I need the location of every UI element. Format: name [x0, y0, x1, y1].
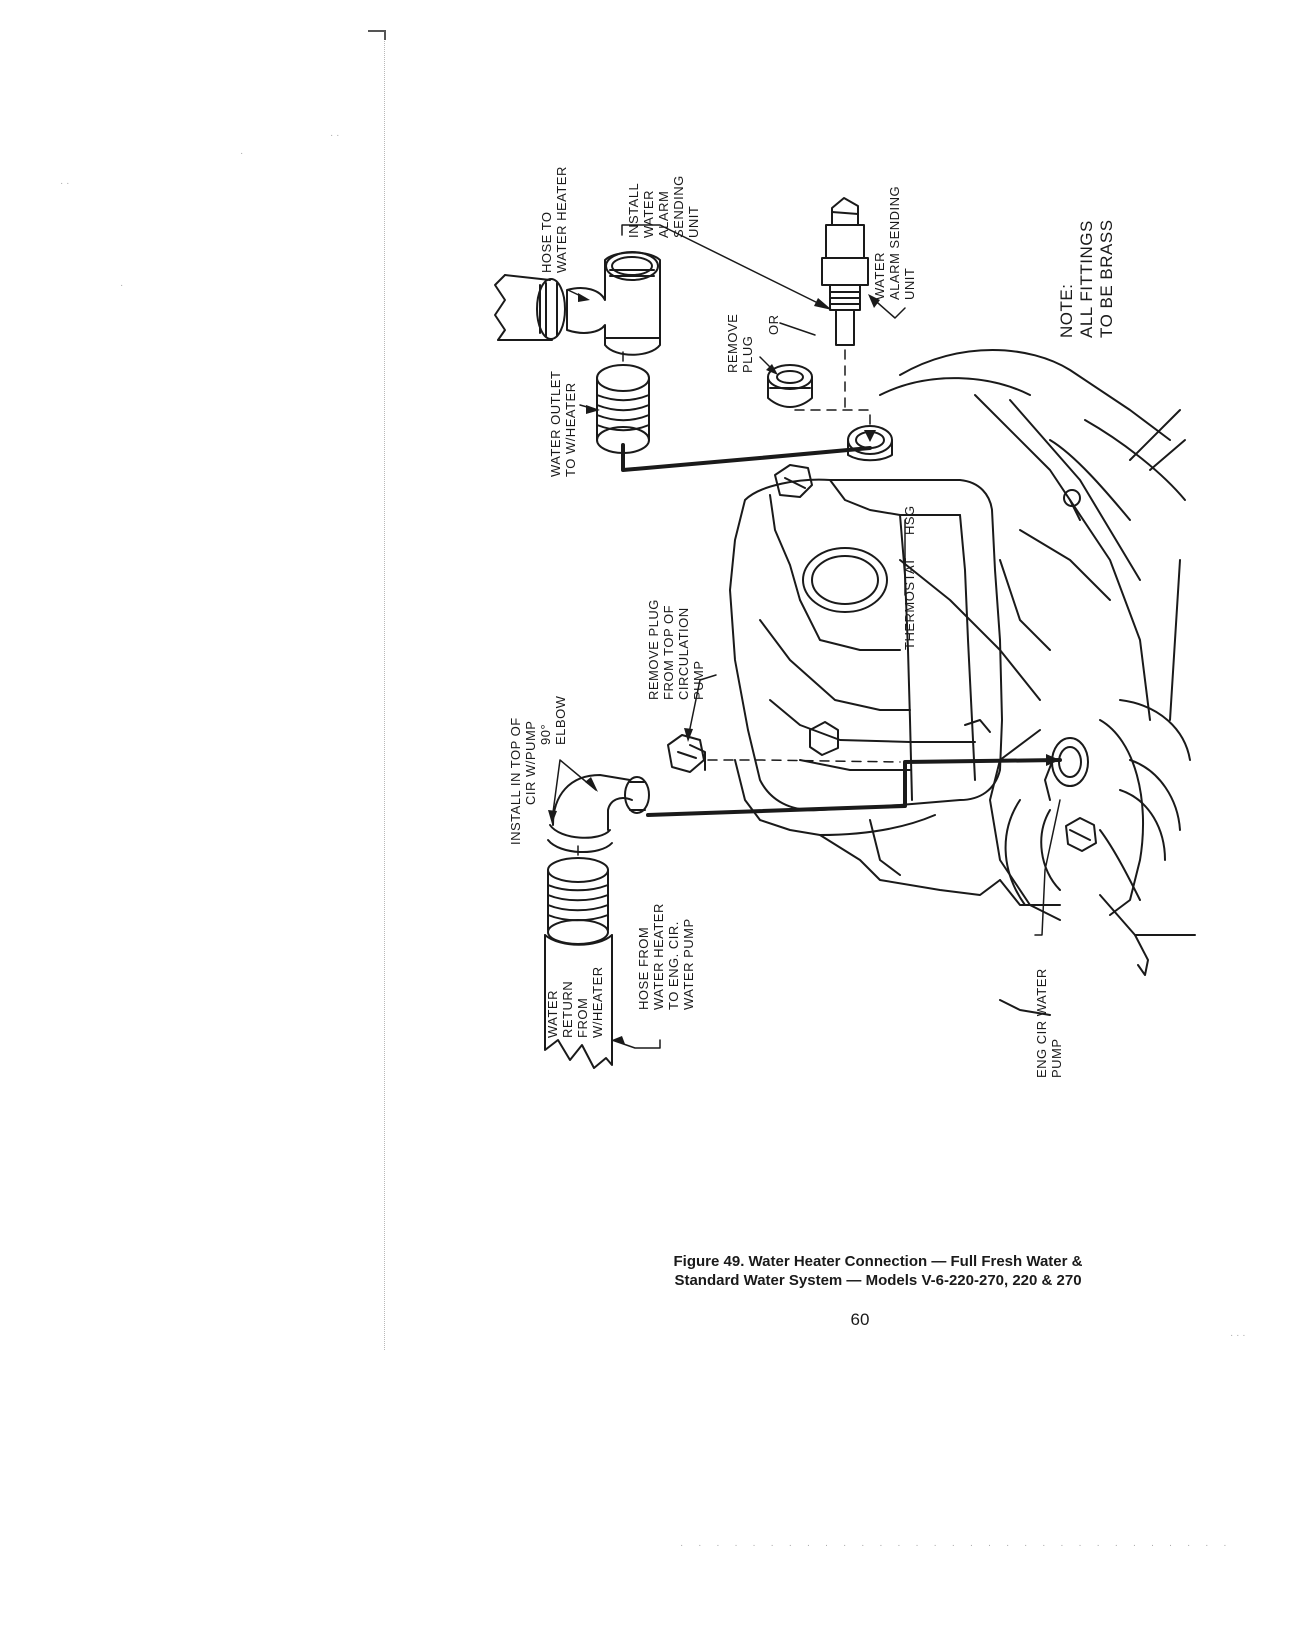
hose-to-water-heater [494, 274, 566, 341]
arrow-hose-to [578, 293, 590, 302]
svg-text:WATER OUTLETTO W/HEATER: WATER OUTLETTO W/HEATER [548, 371, 578, 477]
svg-text:WATERRETURNFROMW/HEATER: WATERRETURNFROMW/HEATER [545, 966, 605, 1038]
leader-hose-from [611, 1039, 661, 1049]
svg-text:THERMOSTAT: THERMOSTAT [902, 557, 917, 650]
tee-fitting [566, 251, 661, 356]
arrow-pump [1046, 754, 1060, 766]
caption-line-2: Standard Water System — Models V-6-220-2… [674, 1272, 1082, 1289]
engine-outline [879, 349, 1196, 1016]
label-or: OR [766, 315, 781, 336]
arrow-plug-top [684, 728, 693, 742]
label-hsg: HSG [902, 505, 917, 535]
svg-text:HSG: HSG [902, 505, 917, 535]
circulation-pump-plug [667, 734, 706, 773]
water-return-hose [544, 934, 613, 1069]
scan-speck: · [240, 148, 244, 159]
ninety-degree-elbow [547, 774, 650, 854]
page-number: 60 [850, 1310, 870, 1329]
svg-text:REMOVEPLUG: REMOVEPLUG [725, 314, 755, 373]
arrow-alarm [814, 298, 832, 310]
label-hose-from-water-heater: HOSE FROMWATER HEATERTO ENG. CIR.WATER P… [636, 903, 696, 1010]
scan-speck: · · · [1230, 1330, 1246, 1341]
figure-caption: Figure 49. Water Heater Connection — Ful… [598, 1252, 1158, 1290]
leader-or [779, 322, 816, 336]
svg-text:INSTALL IN TOP OFCIR W/PUMP90°: INSTALL IN TOP OFCIR W/PUMP90°ELBOW [508, 695, 568, 845]
svg-text:HOSE FROMWATER HEATERTO ENG. C: HOSE FROMWATER HEATERTO ENG. CIR.WATER P… [636, 903, 696, 1010]
label-note: NOTE:ALL FITTINGSTO BE BRASS [1057, 219, 1116, 338]
arrow-elbow-b [548, 810, 557, 824]
svg-text:HOSE TOWATER HEATER: HOSE TOWATER HEATER [539, 166, 569, 273]
label-install-water-alarm: INSTALLWATERALARMSENDINGUNIT [626, 175, 701, 238]
label-thermostat: THERMOSTAT [902, 557, 917, 650]
leader-install-alarm [621, 224, 833, 311]
pump-port [1044, 737, 1089, 801]
arrow-outlet [586, 405, 600, 414]
svg-text:NOTE:ALL FITTINGSTO BE BRASS: NOTE:ALL FITTINGSTO BE BRASS [1057, 219, 1116, 338]
threaded-nipple [596, 364, 650, 454]
arrow-water-alarm [868, 294, 880, 308]
water-alarm-sending-unit [821, 197, 869, 346]
svg-text:WATERALARM SENDINGUNIT: WATERALARM SENDINGUNIT [872, 186, 917, 300]
leader-install-top [551, 759, 597, 821]
plug-dashed-guide [794, 409, 871, 441]
label-eng-cir-water-pump: ENG CIR WATERPUMP [1034, 968, 1064, 1078]
svg-text:REMOVE PLUGFROM TOP OFCIRCULAT: REMOVE PLUGFROM TOP OFCIRCULATIONPUMP [646, 599, 706, 700]
label-remove-plug: REMOVEPLUG [725, 314, 755, 373]
arrow-elbow-a [585, 777, 598, 792]
elbow-dashed-guide [707, 759, 901, 763]
remove-plug [767, 364, 813, 408]
arrow-remove-plug [766, 364, 778, 375]
label-water-outlet: WATER OUTLETTO W/HEATER [548, 371, 578, 477]
scan-speck: · · [330, 130, 340, 141]
arrow-hose-from [612, 1036, 625, 1044]
scan-speck: · [120, 280, 124, 291]
leader-eng-cir [1034, 799, 1061, 936]
label-water-alarm-sending-unit: WATERALARM SENDINGUNIT [872, 186, 917, 300]
leader-water-alarm [869, 295, 906, 319]
caption-line-1: Figure 49. Water Heater Connection — Ful… [673, 1253, 1083, 1270]
label-water-return: WATERRETURNFROMW/HEATER [545, 966, 605, 1038]
svg-text:INSTALLWATERALARMSENDINGUNIT: INSTALLWATERALARMSENDINGUNIT [626, 175, 701, 238]
svg-text:ENG CIR WATERPUMP: ENG CIR WATERPUMP [1034, 968, 1064, 1078]
corner-crop-mark [368, 30, 386, 40]
arrow-guide [864, 430, 876, 442]
return-hose-fitting [547, 857, 609, 945]
label-install-top-cir: INSTALL IN TOP OFCIR W/PUMP90°ELBOW [508, 695, 568, 845]
return-hose-line [646, 758, 1062, 817]
svg-text:OR: OR [766, 315, 781, 336]
scan-speck: · · · · · · · · · · · · · · · · · · · · … [680, 1540, 1233, 1551]
label-remove-plug-top: REMOVE PLUGFROM TOP OFCIRCULATIONPUMP [646, 599, 706, 700]
binding-edge-line [384, 30, 385, 1350]
leader-remove-plug-top [687, 674, 717, 739]
label-hose-to-water-heater: HOSE TOWATER HEATER [539, 166, 569, 273]
outlet-hose-line [621, 443, 872, 472]
scan-speck: · · [60, 178, 70, 189]
